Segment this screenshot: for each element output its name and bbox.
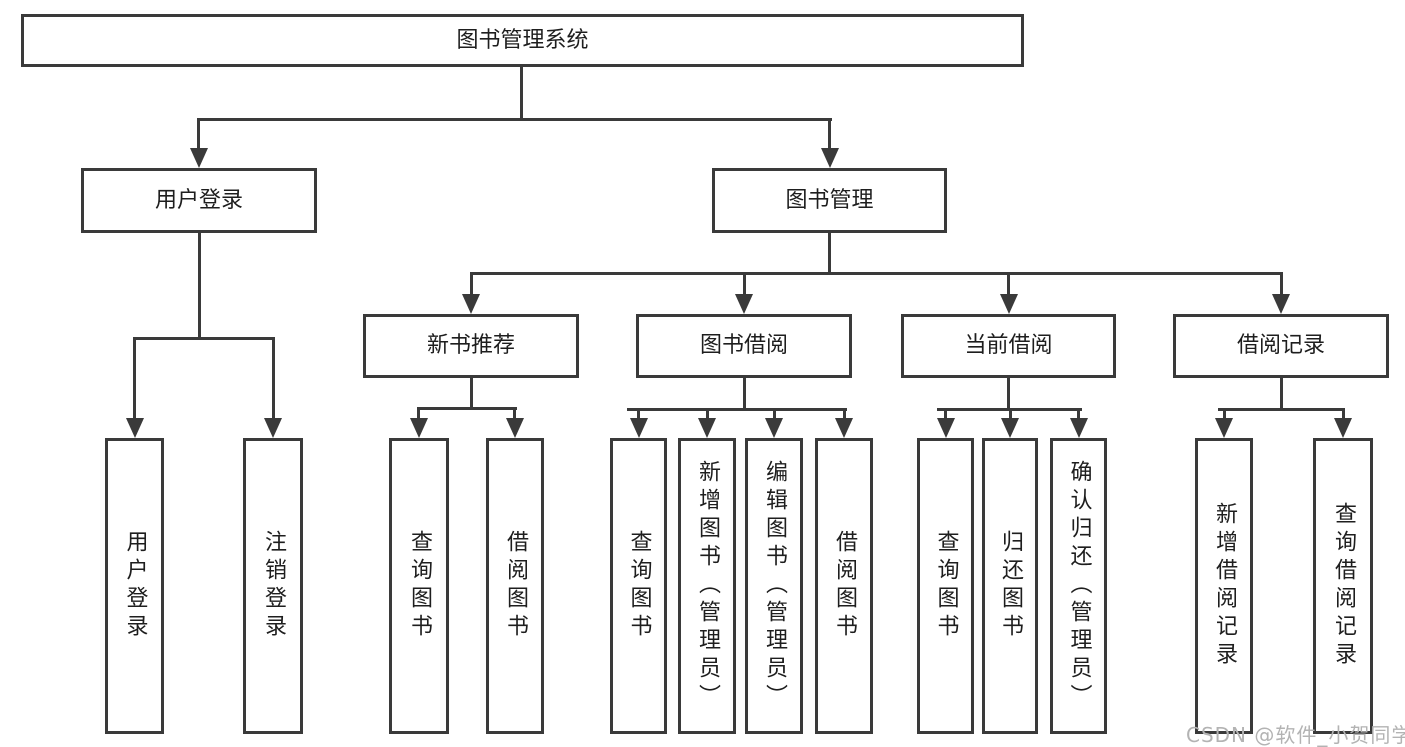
- arrow-down-icon: [735, 294, 753, 314]
- connector-line: [417, 407, 517, 410]
- connector-line: [520, 67, 523, 121]
- connector-line: [1280, 275, 1283, 297]
- arrow-down-icon: [698, 418, 716, 438]
- connector-line: [133, 340, 136, 419]
- connector-line: [470, 275, 473, 297]
- connector-line: [470, 272, 1283, 275]
- connector-line: [272, 340, 275, 419]
- node-new-book-recommend: 新书推荐: [363, 314, 579, 378]
- arrow-down-icon: [1070, 418, 1088, 438]
- connector-line: [1342, 411, 1345, 419]
- connector-line: [843, 411, 846, 419]
- leaf-record-query-record: 查询借阅记录: [1313, 438, 1373, 734]
- connector-line: [1218, 408, 1345, 411]
- leaf-label: 查询图书: [626, 530, 652, 642]
- connector-line: [470, 378, 473, 409]
- leaf-label: 查询借阅记录: [1331, 502, 1356, 670]
- connector-line: [627, 408, 847, 411]
- connector-line: [828, 233, 831, 274]
- leaf-borrow-add-book-admin: 新增图书（管理员）: [678, 438, 736, 734]
- leaf-label: 归还图书: [998, 530, 1023, 642]
- leaf-label: 注销登录: [261, 530, 286, 642]
- leaf-label: 查询图书: [933, 530, 959, 642]
- arrow-down-icon: [190, 148, 208, 168]
- leaf-logout: 注销登录: [243, 438, 303, 734]
- arrow-down-icon: [1215, 418, 1233, 438]
- connector-line: [198, 233, 201, 340]
- connector-line: [133, 337, 275, 340]
- leaf-newbook-borrow-book: 借阅图书: [486, 438, 544, 734]
- arrow-down-icon: [821, 148, 839, 168]
- connector-line: [513, 410, 516, 420]
- arrow-down-icon: [126, 418, 144, 438]
- node-book-borrow: 图书借阅: [636, 314, 852, 378]
- leaf-borrow-borrow-book: 借阅图书: [815, 438, 873, 734]
- arrow-down-icon: [765, 418, 783, 438]
- arrow-down-icon: [462, 294, 480, 314]
- arrow-down-icon: [835, 418, 853, 438]
- connector-line: [743, 378, 746, 409]
- connector-line: [197, 118, 832, 121]
- arrow-down-icon: [630, 418, 648, 438]
- leaf-label: 新增图书（管理员）: [695, 460, 720, 712]
- arrow-down-icon: [1001, 418, 1019, 438]
- leaf-label: 借阅图书: [832, 530, 857, 642]
- csdn-watermark: CSDN @软件_小贺同学: [1186, 723, 1405, 747]
- connector-line: [1007, 378, 1010, 409]
- connector-line: [637, 411, 640, 419]
- leaf-current-return-book: 归还图书: [982, 438, 1038, 734]
- node-borrow-record: 借阅记录: [1173, 314, 1389, 378]
- leaf-label: 查询图书: [407, 530, 432, 642]
- connector-line: [773, 411, 776, 419]
- connector-line: [1280, 378, 1283, 409]
- leaf-label: 用户登录: [122, 530, 148, 642]
- arrow-down-icon: [506, 418, 524, 438]
- arrow-down-icon: [264, 418, 282, 438]
- leaf-record-add-record: 新增借阅记录: [1195, 438, 1253, 734]
- arrow-down-icon: [1272, 294, 1290, 314]
- leaf-borrow-query-book: 查询图书: [610, 438, 667, 734]
- connector-line: [828, 121, 831, 150]
- node-book-management: 图书管理: [712, 168, 947, 233]
- leaf-borrow-edit-book-admin: 编辑图书（管理员）: [745, 438, 803, 734]
- connector-line: [944, 411, 947, 419]
- leaf-newbook-query-book: 查询图书: [389, 438, 449, 734]
- arrow-down-icon: [410, 418, 428, 438]
- arrow-down-icon: [1000, 294, 1018, 314]
- connector-line: [937, 408, 1082, 411]
- leaf-label: 编辑图书（管理员）: [762, 460, 787, 712]
- connector-line: [197, 121, 200, 150]
- connector-line: [1077, 411, 1080, 419]
- connector-line: [417, 410, 420, 420]
- connector-line: [743, 275, 746, 297]
- connector-line: [1009, 411, 1012, 419]
- leaf-label: 借阅图书: [503, 530, 528, 642]
- connector-line: [706, 411, 709, 419]
- leaf-label: 新增借阅记录: [1212, 502, 1237, 670]
- arrow-down-icon: [937, 418, 955, 438]
- node-user-login: 用户登录: [81, 168, 317, 233]
- connector-line: [1223, 411, 1226, 419]
- leaf-current-query-book: 查询图书: [917, 438, 974, 734]
- node-current-borrow: 当前借阅: [901, 314, 1116, 378]
- leaf-label: 确认归还（管理员）: [1066, 460, 1092, 712]
- node-root: 图书管理系统: [21, 14, 1024, 67]
- arrow-down-icon: [1334, 418, 1352, 438]
- leaf-current-confirm-return-admin: 确认归还（管理员）: [1050, 438, 1107, 734]
- connector-line: [1007, 275, 1010, 297]
- leaf-user-login: 用户登录: [105, 438, 164, 734]
